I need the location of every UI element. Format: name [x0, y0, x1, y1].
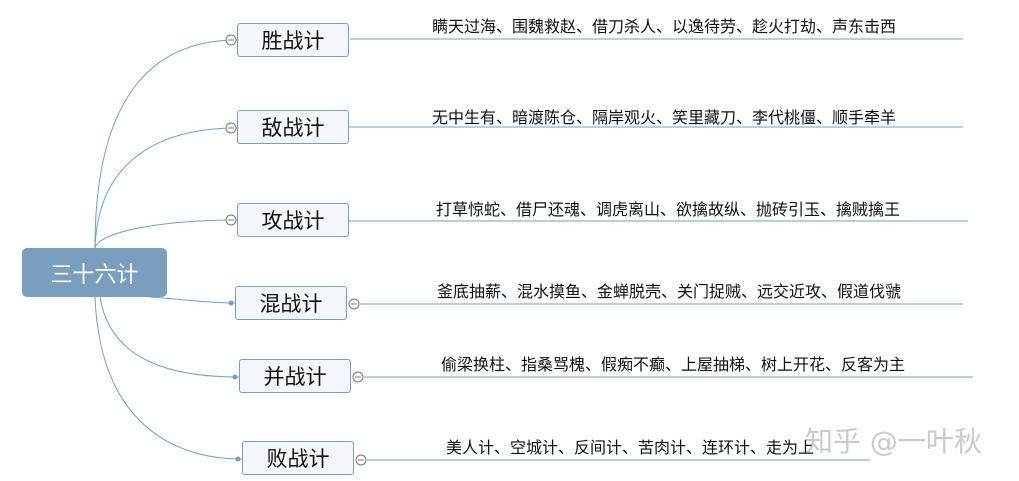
root-node[interactable]: 三十六计	[22, 248, 167, 297]
collapse-toggles	[225, 34, 367, 466]
connector-1	[94, 39, 238, 249]
leaf-node[interactable]: 无中生有、暗渡陈仓、隔岸观火、笑里藏刀、李代桃僵、顺手牵羊	[432, 108, 897, 127]
leaf-node[interactable]: 打草惊蛇、借尸还魂、调虎离山、欲擒故纵、抛砖引玉、擒贼擒王	[436, 200, 901, 219]
leaf-node[interactable]: 瞒天过海、围魏救赵、借刀杀人、以逸待劳、趁火打劫、声东击西	[432, 17, 897, 36]
branch-node-baizhan[interactable]: 败战计	[242, 441, 354, 475]
branch-node-shengzhan[interactable]: 胜战计	[237, 23, 349, 57]
connector-2	[94, 127, 238, 249]
leaf-node[interactable]: 美人计、空城计、反间计、苦肉计、连环计、走为上	[446, 438, 815, 457]
branch-node-dizhan[interactable]: 敌战计	[237, 110, 349, 144]
connector-6	[94, 296, 243, 460]
branch-node-bingzhan[interactable]: 并战计	[239, 359, 351, 393]
branch-node-gongzhan[interactable]: 攻战计	[237, 203, 349, 237]
branch-node-hunzhan[interactable]: 混战计	[235, 286, 347, 320]
leaf-node[interactable]: 釜底抽薪、混水摸鱼、金蝉脱壳、关门捉贼、远交近攻、假道伐虢	[437, 282, 902, 301]
connector-5	[99, 296, 240, 378]
connector-4	[149, 296, 236, 304]
connector-3	[94, 219, 238, 249]
watermark: 知乎 @一叶秋	[805, 425, 982, 458]
leaf-node[interactable]: 偷梁换柱、指桑骂槐、假痴不癫、上屋抽梯、树上开花、反客为主	[441, 355, 906, 374]
